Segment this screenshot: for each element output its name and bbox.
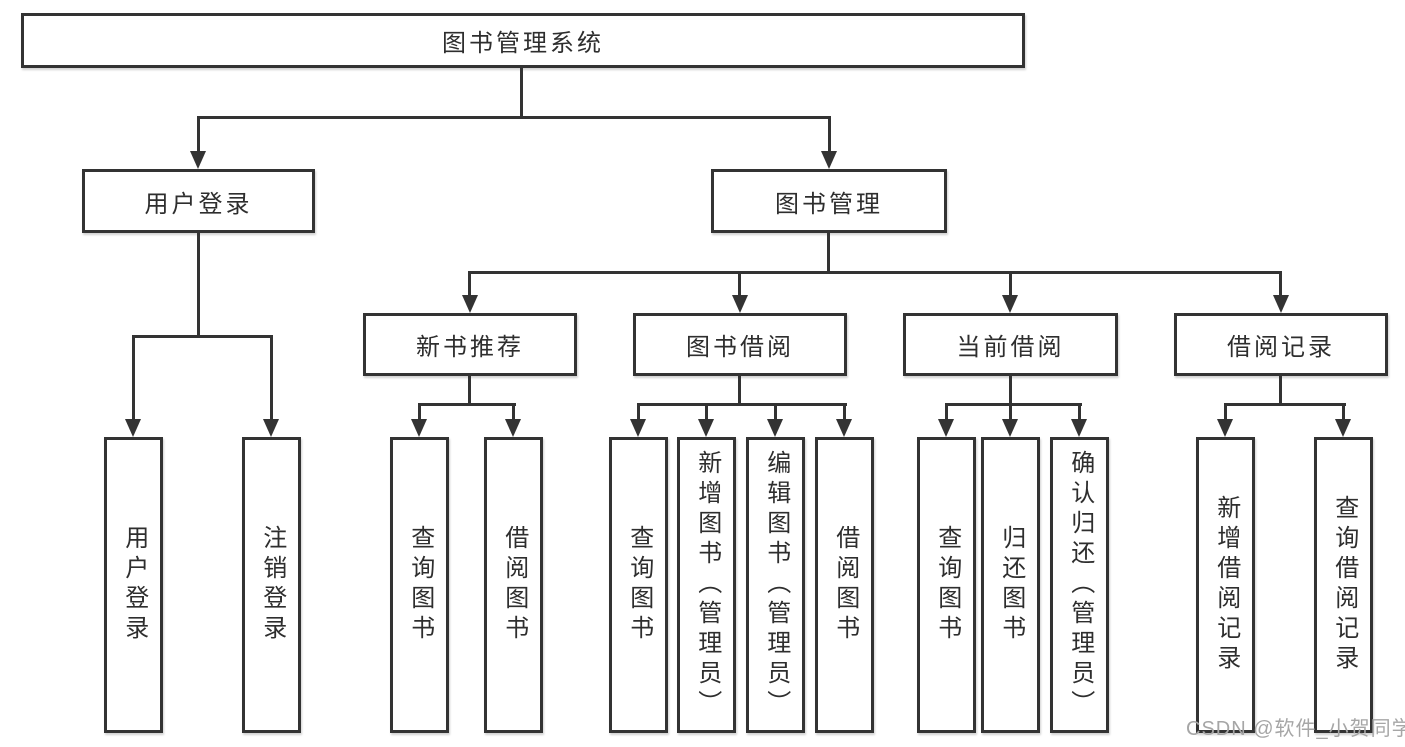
arrowhead-borrowrecord [1273,295,1289,313]
connector-drop-login [132,335,135,421]
connector-drop-cb-return [1009,403,1012,421]
leaf-record-add-record: 新增借阅记录 [1196,437,1255,733]
leaf-newbook-query-book: 查询图书 [390,437,449,733]
node-book-borrow: 图书借阅 [633,313,847,376]
arrowhead-logout [263,419,279,437]
connector-drop-bb-query [637,403,640,421]
arrowhead-br-query [1335,419,1351,437]
node-user-login: 用户登录 [82,169,315,233]
connector-drop-book-mgmt [828,116,831,153]
arrowhead-bookborrow [732,295,748,313]
connector-borrowrecord-stem [1279,376,1282,405]
leaf-logout: 注销登录 [242,437,301,733]
node-new-book-recommend: 新书推荐 [363,313,577,376]
arrowhead-newbook [462,295,478,313]
connector-newbook-stem [468,376,471,405]
leaf-newbook-borrow-book: 借阅图书 [484,437,543,733]
connector-borrowrecord-rail [1224,403,1346,406]
arrowhead-login [125,419,141,437]
arrowhead-br-add [1217,419,1233,437]
arrowhead-nb-borrow [505,419,521,437]
connector-bookborrow-rail [637,403,847,406]
arrowhead-bb-edit [767,419,783,437]
arrowhead-cb-return [1002,419,1018,437]
arrowhead-bb-borrow [836,419,852,437]
leaf-borrow-add-book-admin: 新增图书（管理员） [677,437,736,733]
connector-drop-cb-query [945,403,948,421]
leaf-record-query-record: 查询借阅记录 [1314,437,1373,733]
node-borrow-record: 借阅记录 [1174,313,1388,376]
connector-drop-cb-confirm [1078,403,1081,421]
connector-root-stem [520,68,523,118]
arrowhead-currentborrow [1002,295,1018,313]
connector-drop-newbook [468,271,471,297]
connector-drop-bb-add [705,403,708,421]
connector-userlogin-rail [132,335,273,338]
leaf-borrow-edit-book-admin: 编辑图书（管理员） [746,437,805,733]
connector-currentborrow-stem [1009,376,1012,405]
connector-drop-bb-edit [774,403,777,421]
node-book-management: 图书管理 [711,169,947,233]
connector-drop-user-login [197,116,200,153]
connector-drop-currentborrow [1009,271,1012,297]
connector-userlogin-stem [197,233,200,337]
connector-drop-nb-query [418,403,421,421]
connector-bookmgmt-stem [827,233,830,273]
arrowhead-user-login [190,151,206,169]
connector-bookmgmt-rail [468,271,1282,274]
connector-drop-logout [270,335,273,421]
connector-drop-br-query [1342,403,1345,421]
leaf-current-query-book: 查询图书 [917,437,976,733]
connector-bookborrow-stem [738,376,741,405]
arrowhead-book-mgmt [821,151,837,169]
leaf-borrow-query-book: 查询图书 [609,437,668,733]
leaf-user-login: 用户登录 [104,437,163,733]
connector-root-rail [197,116,831,119]
connector-drop-br-add [1224,403,1227,421]
node-current-borrow: 当前借阅 [903,313,1118,376]
connector-drop-bookborrow [738,271,741,297]
connector-currentborrow-rail [945,403,1082,406]
leaf-borrow-borrow-book: 借阅图书 [815,437,874,733]
node-library-system: 图书管理系统 [21,13,1025,68]
arrowhead-cb-query [938,419,954,437]
arrowhead-bb-query [630,419,646,437]
arrowhead-nb-query [411,419,427,437]
leaf-current-return-book: 归还图书 [981,437,1040,733]
connector-drop-nb-borrow [512,403,515,421]
connector-newbook-rail [418,403,516,406]
arrowhead-bb-add [698,419,714,437]
connector-drop-borrowrecord [1279,271,1282,297]
leaf-current-confirm-return-admin: 确认归还（管理员） [1050,437,1109,733]
connector-drop-bb-borrow [843,403,846,421]
csdn-watermark: CSDN @软件_小贺同学 [1186,718,1405,740]
arrowhead-cb-confirm [1071,419,1087,437]
